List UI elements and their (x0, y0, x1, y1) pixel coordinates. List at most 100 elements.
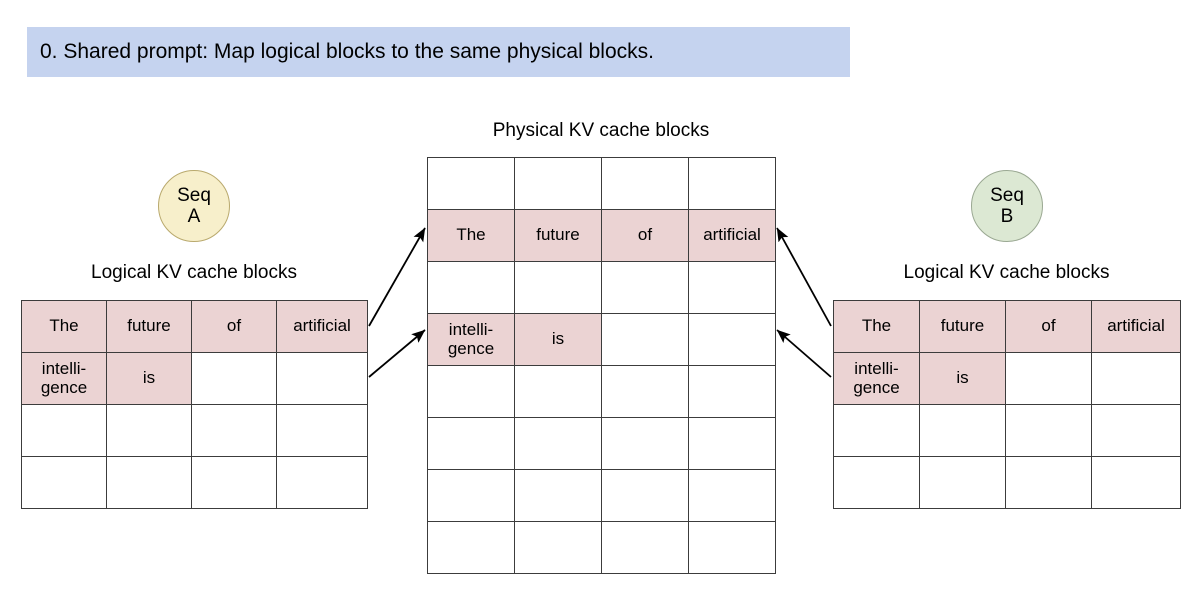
kv-block-cell: artificial (276, 300, 368, 353)
kv-block-cell (833, 456, 920, 509)
kv-block-cell: of (191, 300, 277, 353)
shared-prompt-banner: 0. Shared prompt: Map logical blocks to … (27, 27, 850, 77)
kv-block-cell (688, 365, 776, 418)
kv-block-row (21, 456, 368, 509)
kv-block-cell (1005, 456, 1092, 509)
kv-block-row (427, 365, 776, 418)
kv-block-cell (1005, 352, 1092, 405)
kv-block-cell: The (427, 209, 515, 262)
kv-block-cell (276, 404, 368, 457)
kv-block-cell (1091, 352, 1181, 405)
arrow-right-row2-to-physical-row4 (776, 329, 832, 378)
kv-block-cell (1091, 456, 1181, 509)
kv-block-cell (427, 417, 515, 470)
kv-block-cell (514, 417, 602, 470)
kv-block-cell (191, 456, 277, 509)
logical-blocks-caption-left: Logical KV cache blocks (91, 262, 297, 283)
kv-block-cell (427, 365, 515, 418)
kv-block-cell (427, 469, 515, 522)
kv-block-cell (427, 157, 515, 210)
kv-block-cell: is (106, 352, 192, 405)
kv-block-cell (601, 417, 689, 470)
kv-block-cell (833, 404, 920, 457)
kv-block-cell: artificial (688, 209, 776, 262)
physical-blocks-caption: Physical KV cache blocks (492, 120, 710, 141)
kv-block-cell: of (1005, 300, 1092, 353)
kv-block-row (427, 157, 776, 210)
seq-b-badge: Seq B (971, 170, 1043, 242)
seq-a-badge: Seq A (158, 170, 230, 242)
kv-block-cell (601, 157, 689, 210)
kv-block-row (427, 521, 776, 574)
kv-block-cell (276, 352, 368, 405)
kv-block-cell (601, 469, 689, 522)
shared-prompt-text: 0. Shared prompt: Map logical blocks to … (40, 40, 654, 64)
kv-block-cell (601, 261, 689, 314)
kv-block-cell (688, 521, 776, 574)
arrow-left-row1-to-physical-row2 (368, 227, 426, 327)
kv-block-row (427, 469, 776, 522)
kv-block-cell (106, 456, 192, 509)
kv-block-cell (688, 157, 776, 210)
kv-block-cell (601, 365, 689, 418)
kv-block-row (21, 404, 368, 457)
kv-block-cell (276, 456, 368, 509)
kv-block-cell (919, 404, 1006, 457)
arrow-right-row1-to-physical-row2 (776, 227, 832, 327)
seq-a-label-line2: A (187, 206, 201, 227)
kv-block-row (427, 261, 776, 314)
kv-block-cell (514, 157, 602, 210)
kv-block-row (833, 404, 1181, 457)
seq-b-label-line2: B (1000, 206, 1014, 227)
kv-block-cell: future (106, 300, 192, 353)
kv-block-cell (601, 521, 689, 574)
kv-block-cell (688, 261, 776, 314)
kv-block-cell: The (21, 300, 107, 353)
kv-block-cell (21, 456, 107, 509)
kv-block-cell: future (514, 209, 602, 262)
kv-block-cell (514, 261, 602, 314)
seq-a-label-line1: Seq (177, 184, 211, 206)
kv-block-cell: The (833, 300, 920, 353)
kv-block-cell (1091, 404, 1181, 457)
kv-block-cell: is (514, 313, 602, 366)
kv-block-cell: intelli-gence (21, 352, 107, 405)
kv-block-cell (191, 404, 277, 457)
kv-block-cell (191, 352, 277, 405)
kv-block-cell (514, 469, 602, 522)
kv-block-cell (688, 469, 776, 522)
kv-block-cell (21, 404, 107, 457)
logical-blocks-caption-right: Logical KV cache blocks (903, 262, 1110, 283)
kv-block-cell: future (919, 300, 1006, 353)
kv-block-cell (919, 456, 1006, 509)
kv-block-cell (427, 521, 515, 574)
kv-block-cell: of (601, 209, 689, 262)
kv-block-cell (688, 313, 776, 366)
kv-block-cell (106, 404, 192, 457)
kv-block-cell (514, 365, 602, 418)
kv-block-row (427, 417, 776, 470)
seq-b-label-line1: Seq (990, 184, 1024, 206)
kv-block-cell: intelli-gence (833, 352, 920, 405)
kv-block-cell (688, 417, 776, 470)
kv-block-cell: is (919, 352, 1006, 405)
kv-block-cell (514, 521, 602, 574)
kv-block-cell (427, 261, 515, 314)
kv-block-cell: artificial (1091, 300, 1181, 353)
kv-block-row (833, 456, 1181, 509)
kv-block-cell (601, 313, 689, 366)
arrow-left-row2-to-physical-row4 (368, 329, 426, 378)
kv-block-cell (1005, 404, 1092, 457)
